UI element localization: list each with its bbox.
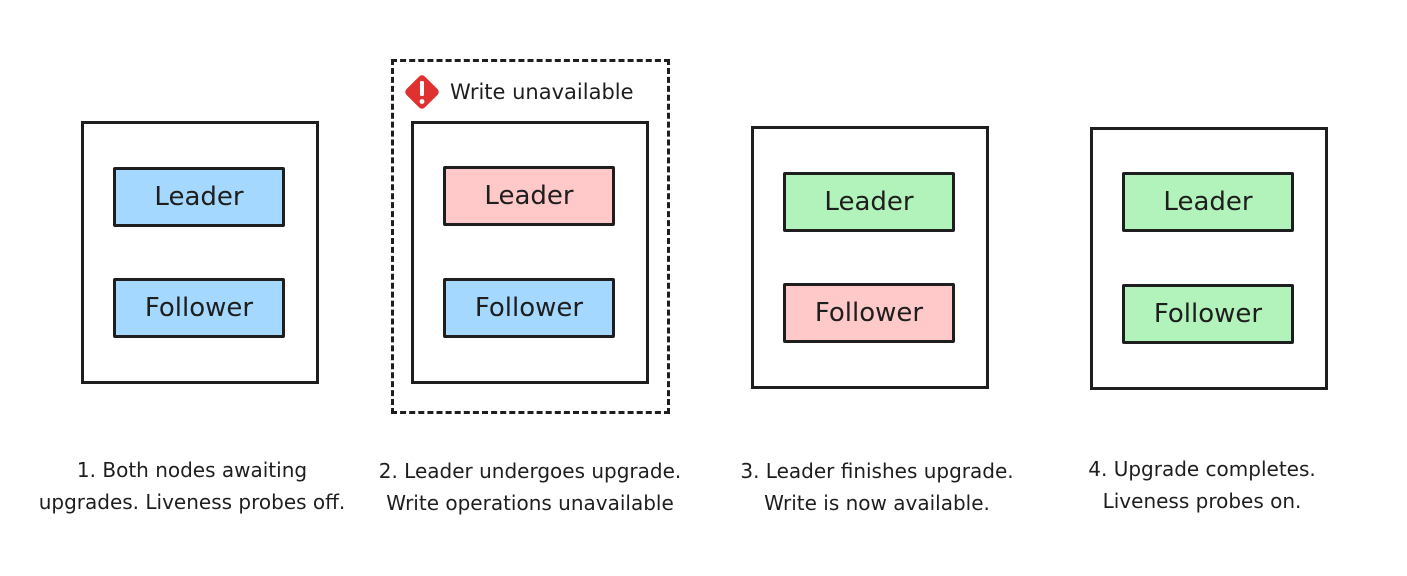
stage-2-follower-node: Follower: [443, 278, 615, 338]
stage-1-caption-line-2: upgrades. Liveness probes off.: [38, 490, 346, 514]
stage-3-leader-node: Leader: [783, 172, 955, 232]
stage-1-leader-label: Leader: [154, 182, 244, 212]
stage-4-cluster: [1090, 127, 1328, 390]
warning-exclamation-bar: [420, 81, 424, 96]
stage-2-cluster: [411, 121, 649, 384]
write-unavailable-label: Write unavailable: [450, 80, 634, 104]
warning-exclamation-dot: [419, 99, 425, 104]
stage-2-follower-label: Follower: [474, 293, 584, 323]
stage-4-follower-node: Follower: [1122, 284, 1294, 344]
stage-4-caption-line-2: Liveness probes on.: [1102, 489, 1302, 513]
stage-3-leader-label: Leader: [824, 187, 914, 217]
stage-3-caption-line-2: Write is now available.: [764, 491, 990, 515]
stage-3-caption: 3. Leader finishes upgrade. Write is now…: [697, 455, 1057, 519]
stage-4-follower-label: Follower: [1153, 299, 1263, 329]
stage-1-leader-node: Leader: [113, 167, 285, 227]
stage-1-follower-node: Follower: [113, 278, 285, 338]
stage-1-caption-line-1: 1. Both nodes awaiting: [76, 458, 308, 482]
stage-3-follower-label: Follower: [814, 298, 924, 328]
warning-diamond-icon: [405, 75, 439, 109]
stage-4-leader-label: Leader: [1163, 187, 1253, 217]
stage-4-caption: 4. Upgrade completes. Liveness probes on…: [1022, 453, 1382, 517]
stage-1-caption: 1. Both nodes awaiting upgrades. Livenes…: [12, 454, 372, 518]
stage-3-caption-line-1: 3. Leader finishes upgrade.: [740, 459, 1014, 483]
stage-2-caption-line-1: 2. Leader undergoes upgrade.: [378, 459, 682, 483]
stage-2-caption: 2. Leader undergoes upgrade. Write opera…: [350, 455, 710, 519]
stage-2-leader-label: Leader: [484, 181, 574, 211]
stage-4-caption-line-1: 4. Upgrade completes.: [1088, 457, 1316, 481]
stage-4-leader-node: Leader: [1122, 172, 1294, 232]
stage-2-leader-node: Leader: [443, 166, 615, 226]
stage-1-follower-label: Follower: [144, 293, 254, 323]
stage-2-unavailable-boundary: [391, 59, 670, 414]
stage-1-cluster: [81, 121, 319, 384]
stage-2-caption-line-2: Write operations unavailable: [386, 491, 674, 515]
stage-3-follower-node: Follower: [783, 283, 955, 343]
stage-3-cluster: [751, 126, 989, 389]
